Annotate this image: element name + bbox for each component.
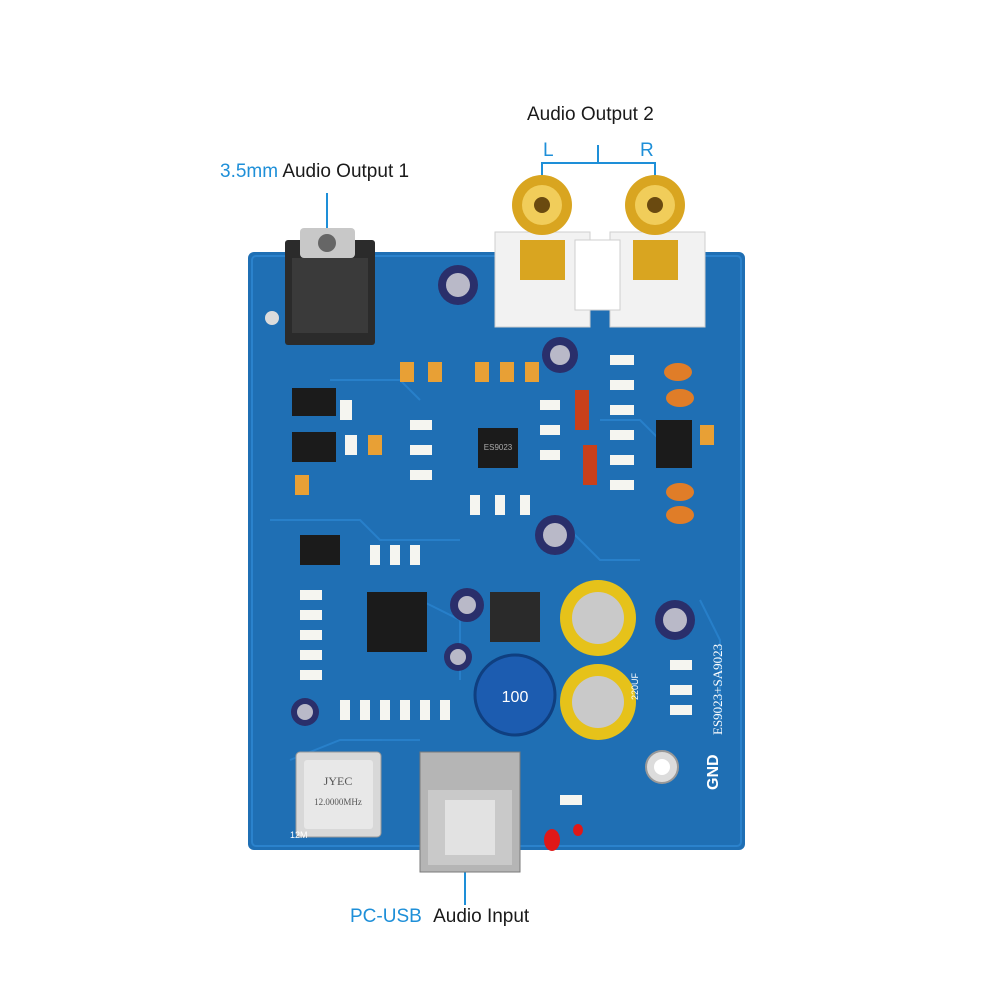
audio-input-label: PC-USB Audio Input	[350, 906, 529, 928]
cap-value-label: 220UF	[630, 672, 640, 700]
crystal-oscillator: JYEC 12.0000MHz	[295, 751, 382, 838]
usb-b-port	[419, 751, 521, 873]
output1-prefix: 3.5mm	[220, 161, 279, 182]
smd-components	[295, 355, 714, 805]
capacitors	[291, 265, 695, 740]
dac-chip-label: ES9023	[484, 443, 513, 452]
input-prefix: PC-USB	[350, 906, 422, 927]
audio-output-2-label: Audio Output 2	[527, 104, 654, 125]
model-label: ES9023+SA9023	[710, 644, 725, 735]
audio-jack-3-5mm	[285, 228, 375, 345]
mounting-hole	[645, 750, 679, 784]
rca-jack-left	[494, 175, 591, 328]
inductor: 100	[473, 653, 557, 737]
crystal-ref-label: 12M	[290, 830, 308, 840]
audio-output-1-label: 3.5mm Audio Output 1	[220, 161, 409, 183]
svg-text:JYEC: JYEC	[324, 774, 353, 788]
svg-text:12.0000MHz: 12.0000MHz	[314, 797, 362, 807]
led-indicator	[544, 824, 583, 851]
right-channel-label: R	[640, 140, 654, 161]
gnd-label: GND	[705, 754, 722, 790]
left-channel-label: L	[543, 140, 554, 161]
output1-text: Audio Output 1	[282, 161, 410, 182]
input-text: Audio Input	[433, 906, 530, 927]
ic-chips	[292, 388, 692, 652]
rca-jack-right	[609, 175, 706, 328]
svg-text:100: 100	[502, 689, 529, 706]
